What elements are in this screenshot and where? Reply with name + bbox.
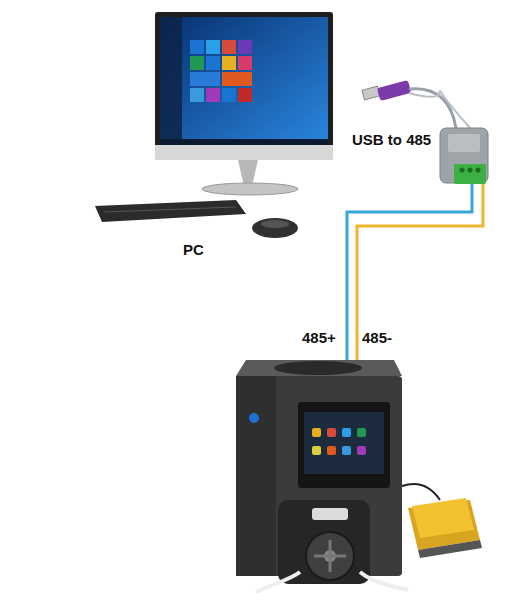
wire-485-minus: [357, 184, 483, 360]
signal-label: 485-: [362, 330, 392, 347]
mouse: [252, 218, 298, 238]
device-label: PC: [183, 242, 204, 259]
keyboard: [95, 200, 246, 222]
device-label: USB to 485: [352, 132, 431, 149]
wire-485-plus: [347, 184, 472, 360]
signal-label: 485+: [302, 330, 336, 347]
pc-monitor: [155, 12, 333, 195]
peristaltic-pump: [236, 360, 440, 592]
foot-pedal: [408, 498, 482, 558]
